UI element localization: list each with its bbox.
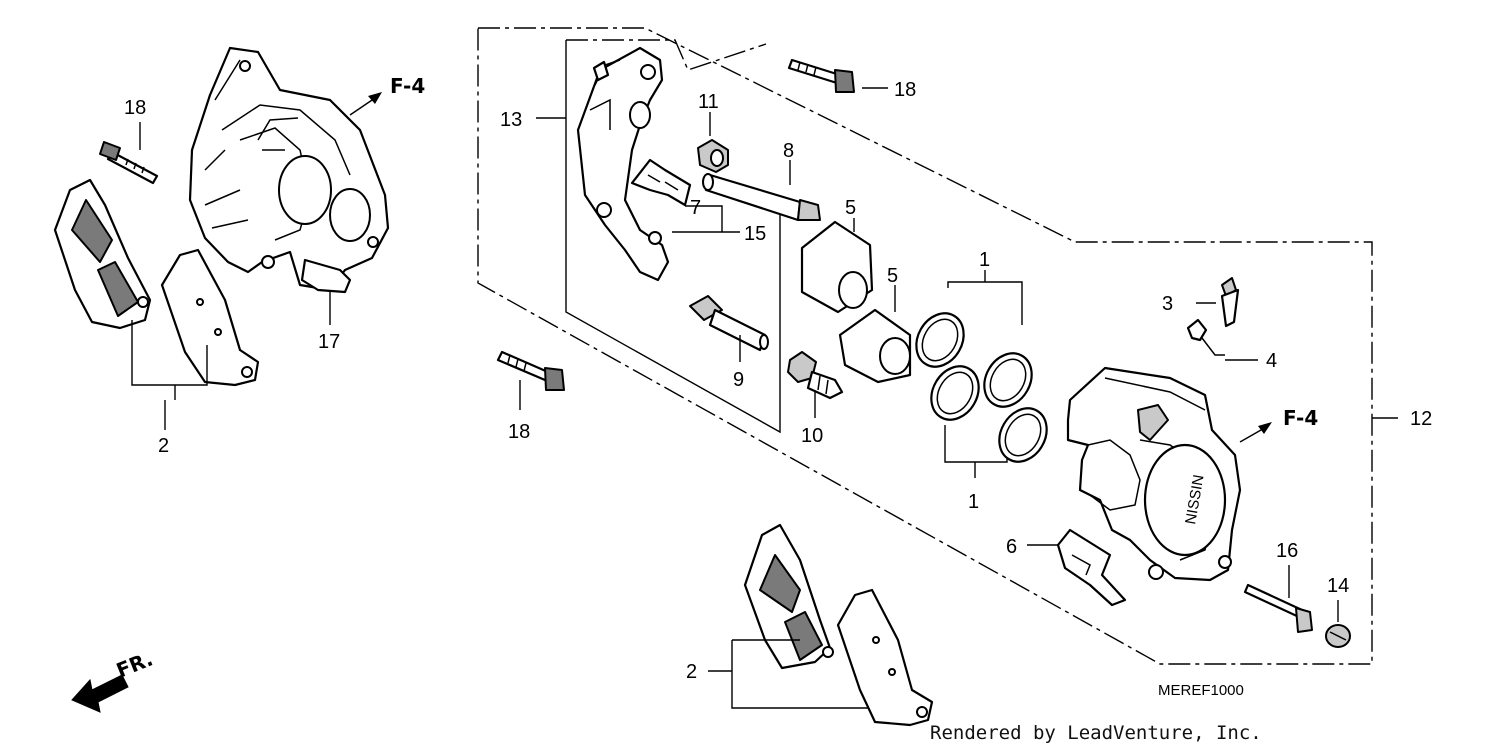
callout-2-left: 2: [158, 435, 169, 457]
brake-pad-left-inner: [160, 248, 260, 387]
pad-spring-6: [1056, 528, 1127, 607]
callout-18-left: 18: [124, 97, 146, 119]
bolt-18-left: [99, 141, 159, 185]
leader-lines: [131, 87, 1398, 709]
callout-6: 6: [1006, 536, 1017, 558]
callout-5-lower: 5: [887, 265, 898, 287]
callout-13: 13: [500, 109, 522, 131]
brake-pad-bottom-outer: [743, 523, 834, 670]
callout-15: 15: [744, 223, 766, 245]
brake-pad-left-outer: [53, 178, 152, 330]
callout-18-bottom: 18: [508, 421, 530, 443]
slide-pin-9: [689, 295, 769, 352]
bleeder-screw-3: [1220, 277, 1240, 328]
callout-8: 8: [783, 140, 794, 162]
callout-1-lower: 1: [968, 491, 979, 513]
callout-10: 10: [801, 425, 823, 447]
caliper-assembly-left: [188, 46, 390, 294]
piston-seals-1: [915, 312, 1048, 463]
callout-9: 9: [733, 369, 744, 391]
brake-pad-bottom-inner: [836, 588, 934, 727]
slide-pin-8: [702, 173, 821, 222]
bracket-subassembly-box: [565, 40, 781, 434]
ref-label-f4-left: F-4: [390, 74, 425, 98]
callout-5-upper: 5: [845, 197, 856, 219]
piston-5-lower: [838, 308, 912, 384]
caliper-bracket-13: [576, 46, 670, 282]
callout-4: 4: [1266, 350, 1277, 372]
diagram-code: MEREF1000: [1158, 682, 1244, 699]
pad-spring-clip-7: [630, 158, 692, 207]
callout-18-top: 18: [894, 79, 916, 101]
ref-arrow-f4-right: F-4: [1239, 406, 1318, 443]
callout-11: 11: [698, 91, 719, 113]
callout-7: 7: [690, 197, 701, 219]
callout-14: 14: [1327, 575, 1349, 597]
callout-1-upper: 1: [979, 249, 990, 271]
pad-pin-16: [1243, 583, 1313, 633]
ref-label-f4-right: F-4: [1283, 406, 1318, 430]
render-credit: Rendered by LeadVenture, Inc.: [930, 722, 1262, 744]
callout-16: 16: [1276, 540, 1298, 562]
plug-14: [1325, 624, 1351, 648]
bolt-18-bottom: [496, 350, 565, 391]
front-direction-arrow: FR.: [71, 647, 156, 713]
piston-5-upper: [800, 220, 874, 314]
caliper-assembly-outline: [477, 27, 1373, 665]
bleeder-cap-4: [1186, 318, 1225, 356]
callout-12: 12: [1410, 408, 1432, 430]
caliper-body-12: NISSIN: [1066, 366, 1242, 582]
bracket-assembly-outline: [566, 39, 767, 71]
callout-3: 3: [1162, 293, 1173, 315]
front-direction-label: FR.: [113, 647, 156, 683]
pin-boot-11: [697, 139, 729, 173]
bolt-10: [787, 351, 844, 400]
callout-17: 17: [318, 331, 340, 353]
bolt-18-top: [787, 58, 855, 93]
callout-2-bottom: 2: [686, 661, 697, 683]
ref-arrow-f4-left: F-4: [349, 74, 425, 116]
